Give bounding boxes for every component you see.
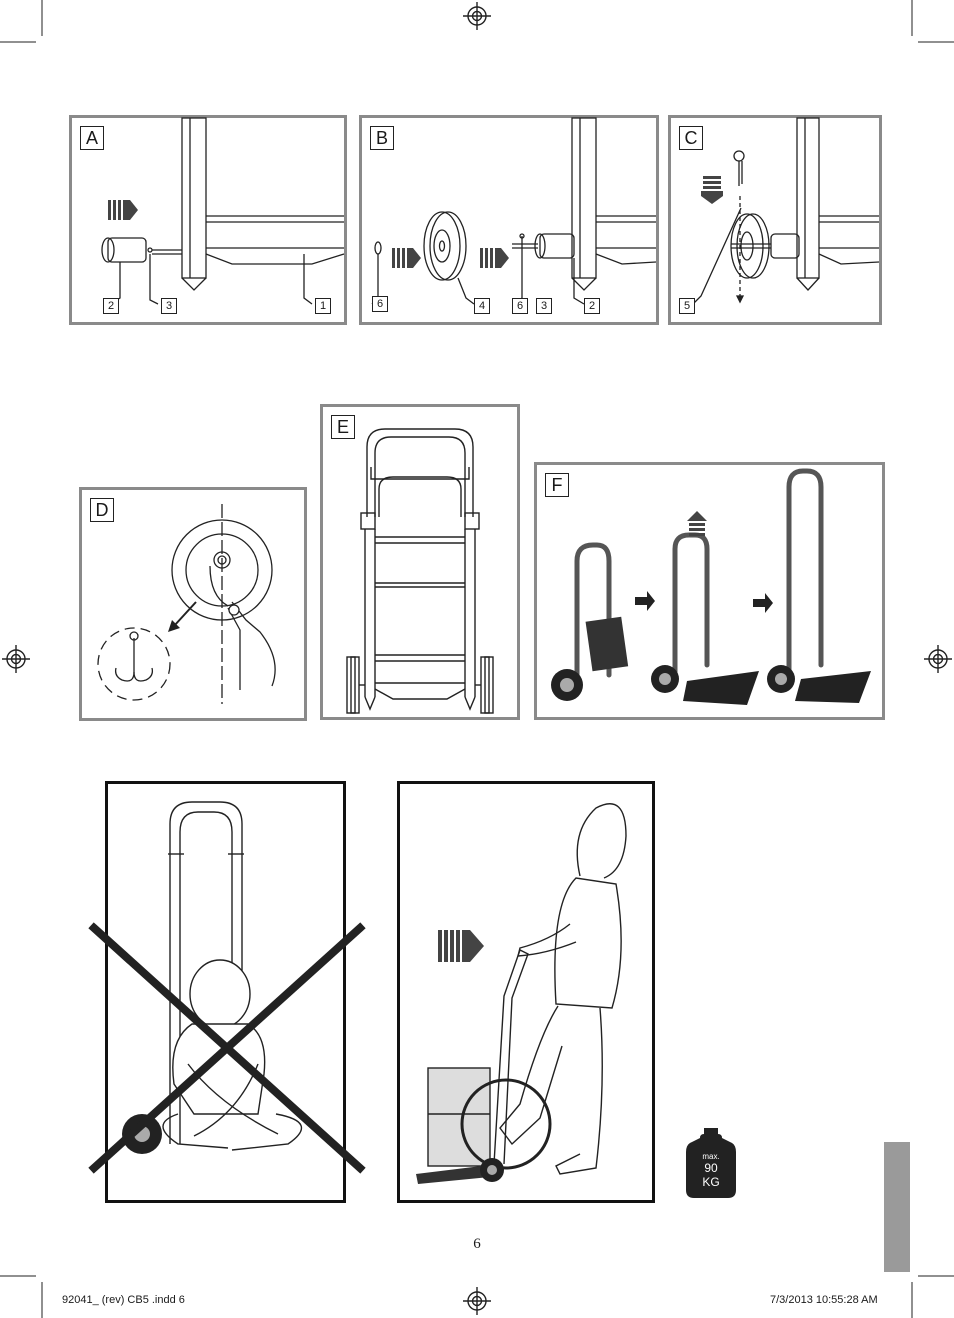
panel-letter: B	[370, 126, 394, 150]
panel-letter: F	[545, 473, 569, 497]
max-label: max.	[702, 1152, 720, 1161]
panel-letter: D	[90, 498, 114, 522]
panel-f: F	[534, 462, 885, 720]
max-weight-badge: max. 90 KG	[686, 1128, 736, 1198]
page-number: 6	[473, 1236, 481, 1252]
wheel-assembly-illustration	[371, 117, 657, 305]
axle-illustration	[101, 117, 345, 305]
panel-e: E	[320, 404, 520, 720]
panel-b: B 6 4 6 3 2	[359, 115, 659, 325]
language-side-tab	[884, 1142, 910, 1272]
correct-use-box	[397, 781, 655, 1203]
weight-value: 90	[704, 1161, 718, 1175]
warning-box-no-riding	[88, 781, 366, 1203]
arrow-up-icon	[687, 511, 707, 536]
callout-2: 2	[584, 298, 600, 314]
weight-icon	[686, 1128, 736, 1198]
arrow-right-icon	[392, 248, 509, 268]
arrow-right-icon	[753, 593, 773, 613]
child-on-trolley-illustration	[88, 801, 366, 1174]
weight-unit: KG	[702, 1175, 720, 1189]
callout-3: 3	[536, 298, 552, 314]
callout-1: 1	[315, 298, 331, 314]
callout-2: 2	[103, 298, 119, 314]
panel-letter: A	[80, 126, 104, 150]
arrow-down-icon	[701, 176, 723, 204]
callout-4: 4	[474, 298, 490, 314]
arrow-right-icon	[438, 930, 484, 962]
panel-letter: E	[331, 415, 355, 439]
panel-d: D	[79, 487, 307, 721]
panel-letter: C	[679, 126, 703, 150]
pin-bending-illustration	[97, 504, 276, 704]
footer-timestamp: 7/3/2013 10:55:28 AM	[770, 1294, 878, 1306]
callout-5: 5	[679, 298, 695, 314]
trolley-front-illustration	[346, 428, 494, 714]
cross-out-icon	[88, 922, 366, 1174]
trolley-unfold-illustration	[551, 468, 871, 705]
panel-a: A 2 3 1	[69, 115, 347, 325]
callout-6: 6	[372, 296, 388, 312]
arrow-right-icon	[635, 591, 655, 611]
footer-file-info: 92041_ (rev) CB5 .indd 6	[62, 1294, 185, 1306]
callout-6b: 6	[512, 298, 528, 314]
callout-3: 3	[161, 298, 177, 314]
cotter-pin-illustration	[692, 117, 880, 305]
arrow-right-icon	[108, 200, 138, 220]
panel-c: C 5	[668, 115, 882, 325]
person-pulling-trolley-illustration	[416, 803, 627, 1184]
